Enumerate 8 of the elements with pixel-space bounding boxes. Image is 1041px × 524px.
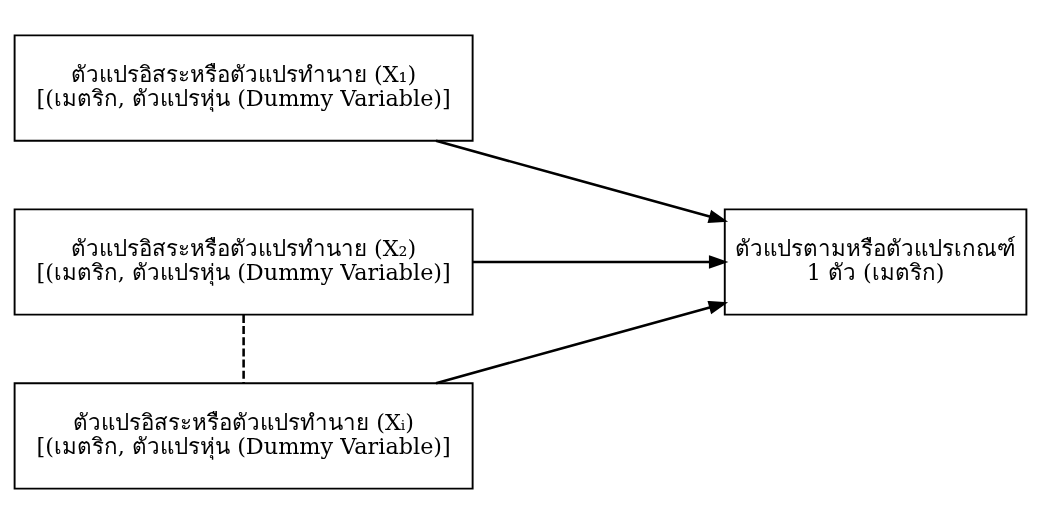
connector (242, 314, 245, 383)
arrow (472, 255, 729, 269)
node-box: ตัวแปรอิสระหรือตัวแปรทำนาย (Xᵢ) [(เมตริก, ตัวแปรหุ่น (Dummy Variable)] (13, 382, 474, 490)
arrow (435, 139, 729, 223)
arrow (435, 301, 729, 385)
node-box: ตัวแปรอิสระหรือตัวแปรทำนาย (X₁) [(เมตริก, ตัวแปรหุ่น (Dummy Variable)] (13, 34, 474, 142)
node-box: ตัวแปรตามหรือตัวแปรเกณฑ์ 1 ตัว (เมตริก) (723, 208, 1028, 316)
node-box: ตัวแปรอิสระหรือตัวแปรทำนาย (X₂) [(เมตริก, ตัวแปรหุ่น (Dummy Variable)] (13, 208, 474, 316)
